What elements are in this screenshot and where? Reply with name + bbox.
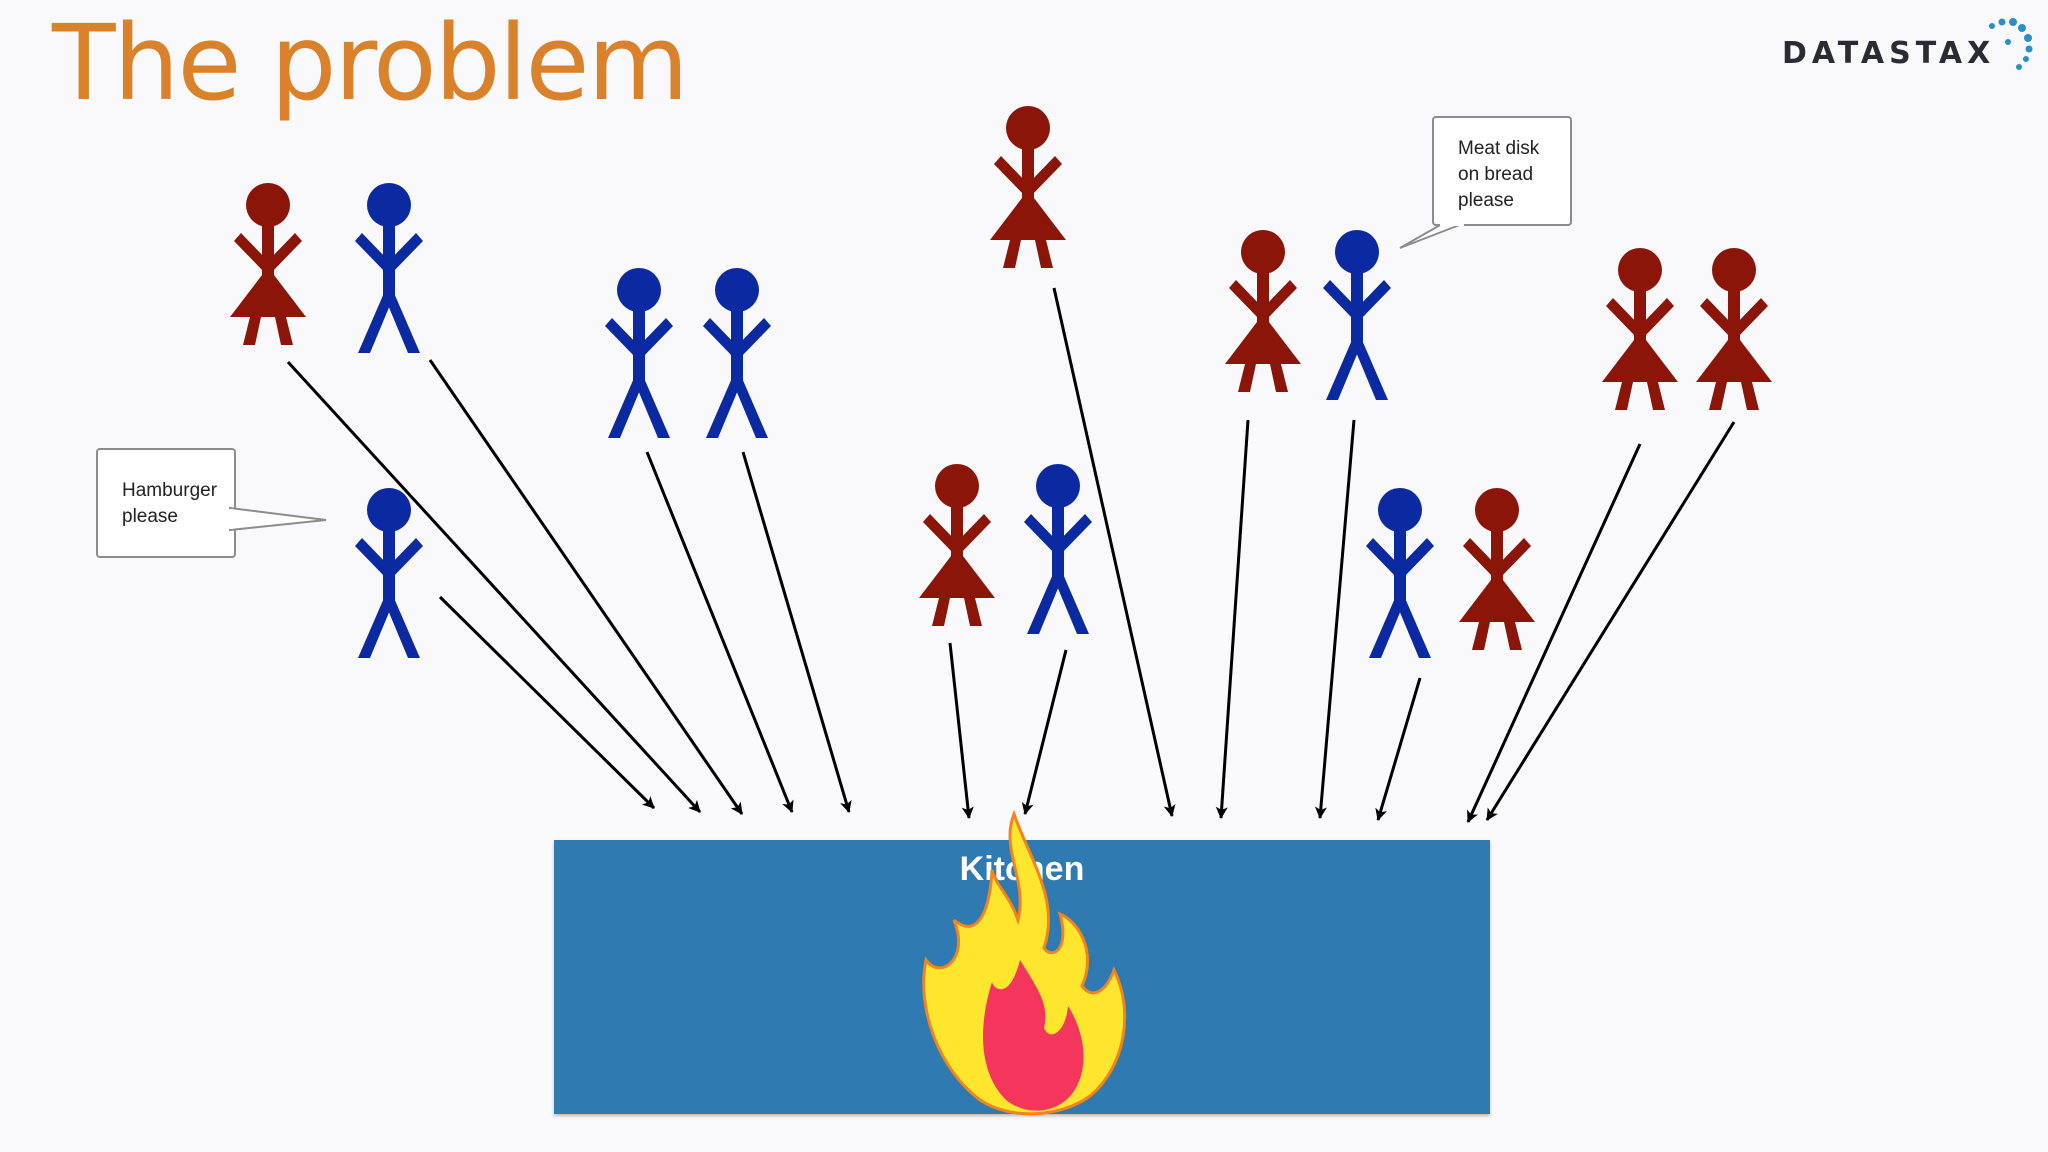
- order-arrows: [286, 287, 1736, 823]
- fire-icon: [922, 809, 1127, 1116]
- order-arrow: [286, 360, 702, 814]
- order-arrow: [1021, 649, 1068, 815]
- bubble-line: Hamburger: [122, 480, 218, 501]
- slide-title: The problem: [52, 2, 689, 124]
- order-arrow: [741, 451, 852, 813]
- female-figure: [990, 106, 1066, 268]
- female-figure: [1459, 488, 1535, 650]
- order-arrow: [1052, 287, 1176, 817]
- order-arrow: [1375, 677, 1422, 821]
- order-arrow: [948, 642, 974, 819]
- order-arrow: [1314, 419, 1356, 819]
- male-figure: [605, 268, 673, 438]
- bubble-line: please: [1458, 190, 1514, 211]
- female-figure: [230, 183, 306, 345]
- bubble-line: Meat disk: [1458, 138, 1540, 159]
- female-figure: [1225, 230, 1301, 392]
- male-figure: [1323, 230, 1391, 400]
- bubble-line: on bread: [1458, 164, 1534, 185]
- datastax-logo: DATASTAX: [1770, 14, 2040, 78]
- logo-dots-icon: [1989, 18, 2033, 70]
- female-figure: [919, 464, 995, 626]
- order-arrow: [428, 359, 744, 815]
- female-figure: [1696, 248, 1772, 410]
- male-figure: [355, 488, 423, 658]
- order-arrow: [645, 451, 794, 813]
- order-arrow: [1485, 421, 1736, 821]
- male-figure: [355, 183, 423, 353]
- male-figure: [703, 268, 771, 438]
- logo-text: DATASTAX: [1782, 36, 1996, 71]
- speech-bubble-tail: [1399, 218, 1464, 249]
- female-figure: [1602, 248, 1678, 410]
- male-figure: [1366, 488, 1434, 658]
- speech-bubble-hamburger: Hamburger please: [96, 448, 236, 558]
- male-figure: [1024, 464, 1092, 634]
- order-arrow: [1466, 443, 1642, 823]
- bubble-line: please: [122, 506, 178, 527]
- order-arrow: [438, 595, 656, 810]
- speech-bubble-tail: [228, 506, 327, 532]
- speech-bubble-meat-disk: Meat disk on bread please: [1432, 116, 1572, 226]
- order-arrow: [1215, 419, 1250, 819]
